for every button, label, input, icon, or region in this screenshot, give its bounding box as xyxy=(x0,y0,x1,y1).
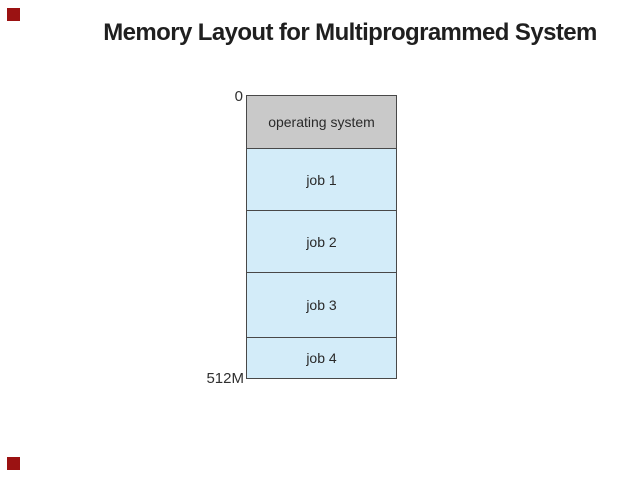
memory-address-label-top: 0 xyxy=(234,88,243,105)
memory-section-job: job 3 xyxy=(247,273,396,338)
memory-section-job: job 2 xyxy=(247,211,396,273)
memory-section-job: job 1 xyxy=(247,149,396,211)
memory-section-os: operating system xyxy=(247,96,396,149)
memory-address-label-bottom: 512M xyxy=(206,370,244,387)
red-corner-marker-bottom-left xyxy=(7,457,20,470)
slide-title: Memory Layout for Multiprogrammed System xyxy=(103,19,597,46)
red-corner-marker-top-left xyxy=(7,8,20,21)
memory-section-job: job 4 xyxy=(247,338,396,378)
memory-section-label: job 3 xyxy=(306,297,337,313)
memory-section-label: job 1 xyxy=(306,171,337,188)
memory-section-label: operating system xyxy=(268,114,375,130)
memory-section-label: job 2 xyxy=(306,233,337,250)
memory-section-label: job 4 xyxy=(306,350,337,366)
memory-layout-box: operating system job 1 job 2 job 3 job 4 xyxy=(246,95,397,379)
